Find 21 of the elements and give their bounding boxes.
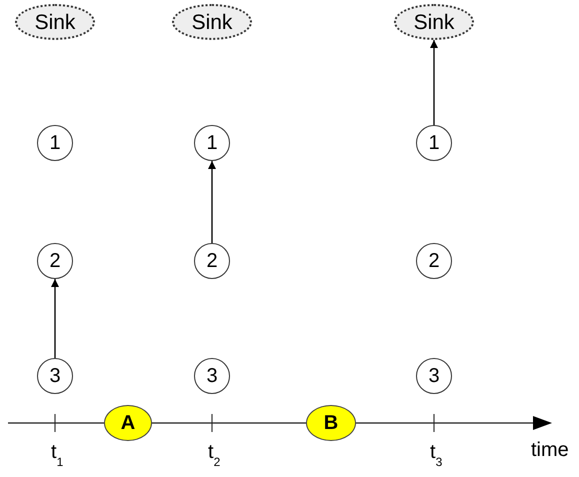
sink-ellipse: Sink <box>15 4 95 40</box>
station-circle: 1 <box>416 125 452 161</box>
station-circle: 3 <box>37 358 73 394</box>
sink-ellipse: Sink <box>394 4 474 40</box>
axis-label: time <box>531 440 569 460</box>
station-circle: 3 <box>194 358 230 394</box>
event-ellipse: B <box>306 405 356 441</box>
event-ellipse: A <box>104 405 152 441</box>
tick-label: t$_{2}$ <box>208 442 220 468</box>
arrow <box>51 279 59 358</box>
tick-label: t$_{1}$ <box>51 442 64 468</box>
station-circle: 2 <box>416 243 452 279</box>
station-circle: 2 <box>194 243 230 279</box>
sink-ellipse: Sink <box>172 4 252 40</box>
station-circle: 1 <box>37 125 73 161</box>
station-circle: 3 <box>416 358 452 394</box>
tick-label: t$_{3}$ <box>430 442 442 468</box>
arrow <box>208 161 216 243</box>
station-circle: 2 <box>37 243 73 279</box>
arrow <box>430 40 438 125</box>
station-circle: 1 <box>194 125 230 161</box>
